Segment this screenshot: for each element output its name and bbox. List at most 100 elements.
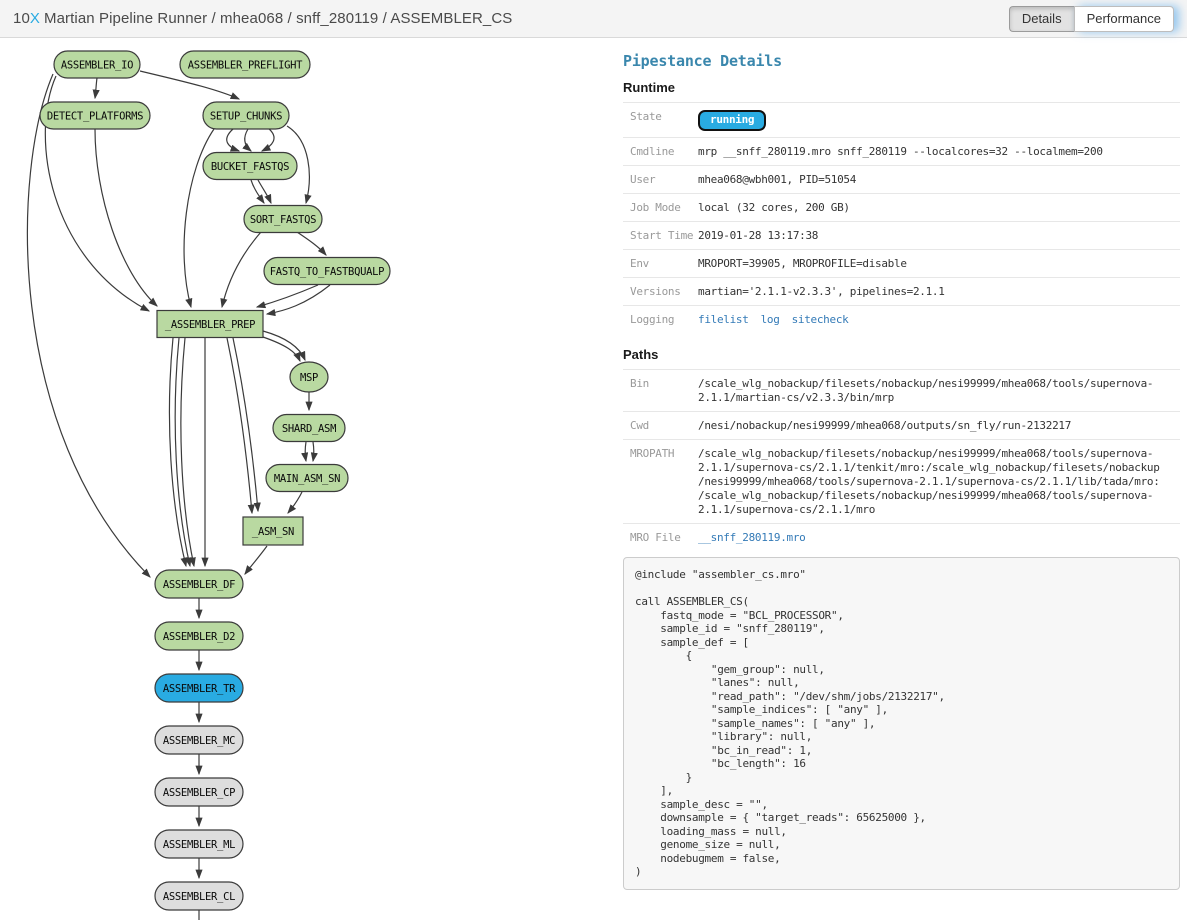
tab-details[interactable]: Details (1008, 6, 1074, 32)
detail-row-mro-file: MRO File __snff_280119.mro (623, 523, 1180, 551)
detail-row-cmdline: Cmdline mrp __snff_280119.mro snff_280119… (623, 137, 1180, 165)
graph-node-ASSEMBLER_TR[interactable]: ASSEMBLER_TR (154, 673, 244, 703)
svg-text:DETECT_PLATFORMS: DETECT_PLATFORMS (47, 111, 143, 123)
row-label: Cmdline (630, 145, 675, 158)
row-label: User (630, 173, 656, 186)
graph-edge (286, 125, 312, 205)
graph-edge (180, 337, 196, 568)
mro-file-link[interactable]: __snff_280119.mro (698, 531, 806, 544)
svg-text:ASSEMBLER_MC: ASSEMBLER_MC (163, 735, 235, 747)
svg-text:FASTQ_TO_FASTBQUALP: FASTQ_TO_FASTBQUALP (270, 266, 384, 278)
graph-node-ASSEMBLER_ML[interactable]: ASSEMBLER_ML (154, 829, 244, 859)
detail-row-logging: Logging filelist log sitecheck (623, 305, 1180, 333)
breadcrumb: Martian Pipeline Runner / mhea068 / snff… (44, 10, 513, 27)
row-value: filelist log sitecheck (698, 313, 1180, 327)
paths-table: Bin ​/scale_wlg_nobackup​/filesets​/nobac… (623, 369, 1180, 551)
graph-edge (242, 128, 252, 152)
row-value: running (698, 110, 1180, 131)
row-label: Cwd (630, 419, 649, 432)
row-label: Bin (630, 377, 649, 390)
graph-edge (139, 70, 241, 100)
detail-row-mropath: MROPATH ​/scale_wlg_nobackup​/filesets​/n… (623, 439, 1180, 523)
graph-node-ASSEMBLER_DF[interactable]: ASSEMBLER_DF (154, 569, 244, 599)
row-value: 2019-01-28 13:17:38 (698, 229, 819, 242)
row-label: MRO File (630, 531, 681, 544)
logging-link-filelist[interactable]: filelist (698, 313, 749, 326)
state-badge: running (698, 110, 767, 131)
row-value: MROPORT=39905, MROPROFILE=disable (698, 257, 907, 270)
graph-node-ASSEMBLER_CL[interactable]: ASSEMBLER_CL (154, 881, 244, 911)
graph-node-BUCKET_FASTQS[interactable]: BUCKET_FASTQS (202, 151, 298, 181)
graph-node-FASTQ_TO_FASTBQUALP[interactable]: FASTQ_TO_FASTBQUALP (263, 256, 391, 286)
graph-edge (26, 73, 151, 578)
mro-source-code: @include "assembler_cs.mro" call ASSEMBL… (623, 557, 1180, 890)
svg-text:BUCKET_FASTQS: BUCKET_FASTQS (211, 161, 289, 173)
svg-text:ASSEMBLER_DF: ASSEMBLER_DF (163, 579, 235, 591)
svg-text:ASSEMBLER_IO: ASSEMBLER_IO (61, 60, 133, 72)
row-value: mrp __snff_280119.mro snff_280119 --loca… (698, 145, 1103, 158)
graph-node-ASSEMBLER_CP[interactable]: ASSEMBLER_CP (154, 777, 244, 807)
paths-section: Paths Bin ​/scale_wlg_nobackup​/filesets​… (623, 347, 1180, 551)
graph-node-SETUP_CHUNKS[interactable]: SETUP_CHUNKS (202, 101, 290, 130)
svg-text:_ASM_SN: _ASM_SN (252, 526, 294, 538)
graph-edge (262, 330, 306, 362)
svg-text:_ASSEMBLER_PREP: _ASSEMBLER_PREP (165, 319, 255, 331)
logging-link-log[interactable]: log (760, 313, 780, 326)
svg-text:ASSEMBLER_CL: ASSEMBLER_CL (163, 891, 235, 903)
graph-node-MSP[interactable]: MSP (289, 361, 329, 393)
graph-edge (287, 491, 303, 514)
graph-edge (257, 179, 272, 205)
graph-edge (174, 337, 192, 568)
logo-10: 10 (13, 10, 30, 27)
graph-edge (260, 127, 275, 152)
logo-x: X (29, 10, 40, 27)
graph-node-SORT_FASTQS[interactable]: SORT_FASTQS (243, 204, 323, 234)
row-value: ​/scale_wlg_nobackup​/filesets​/nobackup… (698, 447, 1160, 516)
svg-text:SETUP_CHUNKS: SETUP_CHUNKS (210, 111, 282, 123)
graph-edge (226, 337, 255, 515)
logging-link-sitecheck[interactable]: sitecheck (791, 313, 849, 326)
graph-edge (183, 128, 215, 309)
graph-node-MAIN_ASM_SN[interactable]: MAIN_ASM_SN (265, 463, 349, 493)
graph-node-ASSEMBLER_IO[interactable]: ASSEMBLER_IO (53, 50, 141, 79)
graph-node-DETECT_PLATFORMS[interactable]: DETECT_PLATFORMS (39, 101, 151, 130)
row-value: ​/scale_wlg_nobackup​/filesets​/nobackup… (698, 377, 1154, 404)
row-label: Logging (630, 313, 675, 326)
graph-edge (168, 337, 188, 568)
graph-node-ASSEMBLER_D2[interactable]: ASSEMBLER_D2 (154, 621, 244, 651)
runtime-heading: Runtime (623, 80, 675, 95)
graph-edge (255, 284, 319, 309)
svg-text:ASSEMBLER_TR: ASSEMBLER_TR (163, 683, 236, 695)
svg-text:ASSEMBLER_ML: ASSEMBLER_ML (163, 839, 235, 851)
paths-heading: Paths (623, 347, 659, 362)
tab-performance[interactable]: Performance (1073, 6, 1174, 32)
graph-edge (244, 545, 268, 575)
graph-edge (94, 128, 158, 307)
graph-edge (92, 77, 100, 100)
row-label: MROPATH (630, 447, 675, 460)
graph-node-_ASM_SN[interactable]: _ASM_SN (242, 516, 304, 546)
row-label: Versions (630, 285, 681, 298)
graph-node-SHARD_ASM[interactable]: SHARD_ASM (272, 413, 346, 443)
graph-edge (226, 128, 241, 152)
row-label: State (630, 110, 662, 123)
detail-row-bin: Bin ​/scale_wlg_nobackup​/filesets​/nobac… (623, 369, 1180, 411)
row-value: local (32 cores, 200 GB) (698, 201, 850, 214)
graph-edge (232, 337, 261, 513)
graph-node-ASSEMBLER_MC[interactable]: ASSEMBLER_MC (154, 725, 244, 755)
graph-edge (44, 75, 151, 312)
graph-edge (301, 441, 309, 463)
graph-node-_ASSEMBLER_PREP[interactable]: _ASSEMBLER_PREP (156, 309, 264, 339)
svg-text:SHARD_ASM: SHARD_ASM (282, 423, 336, 435)
graph-edge (250, 179, 265, 204)
svg-text:ASSEMBLER_D2: ASSEMBLER_D2 (163, 631, 235, 643)
graph-edge (265, 284, 331, 317)
graph-node-ASSEMBLER_PREFLIGHT[interactable]: ASSEMBLER_PREFLIGHT (179, 50, 311, 79)
